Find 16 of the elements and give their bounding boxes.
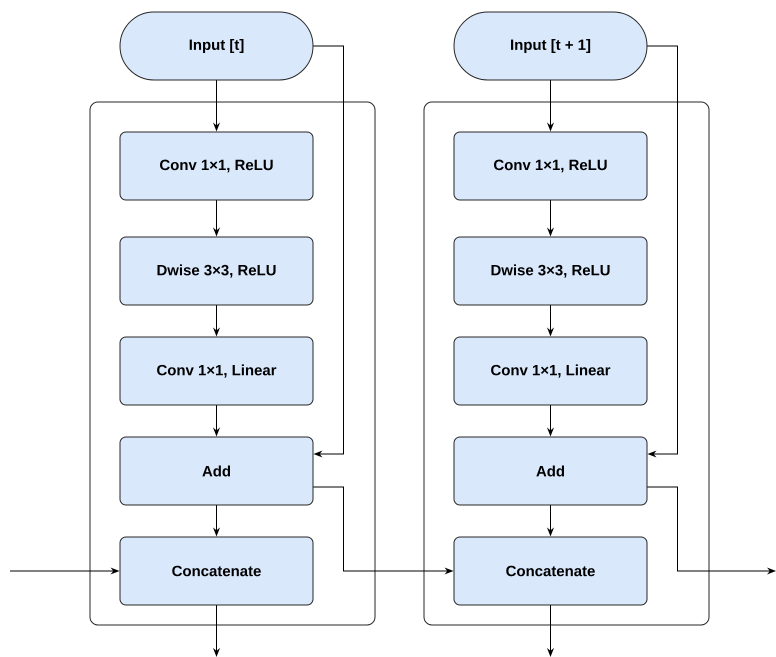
layer-box: Concatenate: [454, 536, 648, 606]
layer-box: Concatenate: [120, 536, 314, 606]
layer-box: Dwise 3×3, ReLU: [120, 236, 314, 306]
layer-box: Add: [120, 436, 314, 506]
module-frame: [90, 102, 376, 626]
input-terminal: Input [t]: [120, 12, 314, 80]
arrow: [647, 46, 678, 458]
layer-box: Add: [454, 436, 648, 506]
arrow: [313, 46, 344, 458]
input-terminal: Input [t + 1]: [454, 12, 648, 80]
module-frame: [424, 102, 710, 626]
layer-box: Conv 1×1, Linear: [120, 336, 314, 406]
layer-box: Conv 1×1, ReLU: [120, 132, 314, 200]
layer-box: Dwise 3×3, ReLU: [454, 236, 648, 306]
layer-box: Conv 1×1, ReLU: [454, 132, 648, 200]
layer-box: Conv 1×1, Linear: [454, 336, 648, 406]
